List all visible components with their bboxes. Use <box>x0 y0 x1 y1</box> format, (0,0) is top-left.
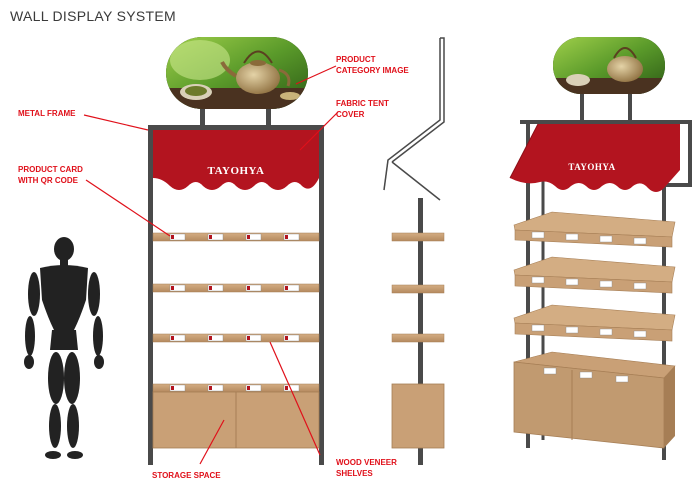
product-card <box>245 334 262 342</box>
product-card <box>565 233 579 241</box>
brand-logo: TAYOHYA <box>208 165 265 177</box>
front-shelf-3 <box>152 333 320 343</box>
perspective-shelf-1 <box>513 211 676 248</box>
svg-text:STORAGE SPACE: STORAGE SPACE <box>152 471 221 480</box>
product-card <box>283 284 300 292</box>
callout-product-image: PRODUCT CATEGORY IMAGE <box>336 55 409 75</box>
diagram-title: WALL DISPLAY SYSTEM <box>10 8 176 24</box>
front-shelf-2 <box>152 283 320 293</box>
svg-text:WOOD VENEER: WOOD VENEER <box>336 458 397 467</box>
mannequin-figure <box>24 237 104 459</box>
front-view-unit: TAYOHYA <box>148 37 324 465</box>
product-category-image <box>166 37 308 109</box>
svg-text:SHELVES: SHELVES <box>336 469 373 478</box>
svg-text:PRODUCT: PRODUCT <box>336 55 376 64</box>
perspective-view-unit: TAYOHYA <box>509 37 692 460</box>
product-card <box>169 233 186 241</box>
product-card <box>207 384 224 392</box>
product-card <box>283 334 300 342</box>
product-card <box>633 237 647 245</box>
product-card <box>531 231 545 239</box>
product-card <box>245 384 262 392</box>
product-card <box>633 330 647 338</box>
product-category-image-perspective <box>553 37 665 94</box>
fabric-tent-cover-perspective: TAYOHYA <box>509 123 680 192</box>
svg-text:CATEGORY IMAGE: CATEGORY IMAGE <box>336 66 409 75</box>
frame-top-bar <box>148 125 324 130</box>
frame-right-post <box>319 125 324 465</box>
storage-cabinet-perspective <box>513 351 676 449</box>
side-view-unit <box>383 37 445 465</box>
product-card <box>599 280 613 288</box>
callout-lines <box>83 65 339 465</box>
product-card <box>207 233 224 241</box>
svg-text:WITH QR CODE: WITH QR CODE <box>18 176 79 185</box>
product-card <box>245 284 262 292</box>
product-card <box>207 284 224 292</box>
product-card <box>615 375 629 383</box>
perspective-shelf-2 <box>513 256 676 294</box>
product-card <box>531 276 545 284</box>
product-card <box>245 233 262 241</box>
product-card <box>599 328 613 336</box>
callout-storage: STORAGE SPACE <box>152 471 221 480</box>
svg-text:FABRIC TENT: FABRIC TENT <box>336 99 389 108</box>
callout-fabric-cover: FABRIC TENT COVER <box>336 99 389 119</box>
product-card <box>531 324 545 332</box>
product-card <box>169 384 186 392</box>
product-card <box>633 282 647 290</box>
storage-cabinet <box>152 391 320 449</box>
svg-text:COVER: COVER <box>336 110 365 119</box>
product-card <box>599 235 613 243</box>
product-card <box>283 233 300 241</box>
product-card <box>169 284 186 292</box>
product-card <box>565 326 579 334</box>
fabric-tent-cover: TAYOHYA <box>153 130 319 190</box>
product-card <box>579 371 593 379</box>
product-card <box>207 334 224 342</box>
front-shelf-1 <box>152 232 320 242</box>
callout-metal-frame: METAL FRAME <box>18 109 76 118</box>
callout-shelves: WOOD VENEER SHELVES <box>336 458 397 478</box>
teapot-image <box>220 50 291 94</box>
product-card <box>169 334 186 342</box>
perspective-shelf-3 <box>513 304 676 342</box>
svg-text:PRODUCT CARD: PRODUCT CARD <box>18 165 83 174</box>
frame-left-post <box>148 125 153 465</box>
callout-product-card: PRODUCT CARD WITH QR CODE <box>18 165 83 185</box>
product-card <box>543 367 557 375</box>
svg-text:METAL FRAME: METAL FRAME <box>18 109 76 118</box>
brand-logo-perspective: TAYOHYA <box>568 162 615 172</box>
product-card <box>565 278 579 286</box>
